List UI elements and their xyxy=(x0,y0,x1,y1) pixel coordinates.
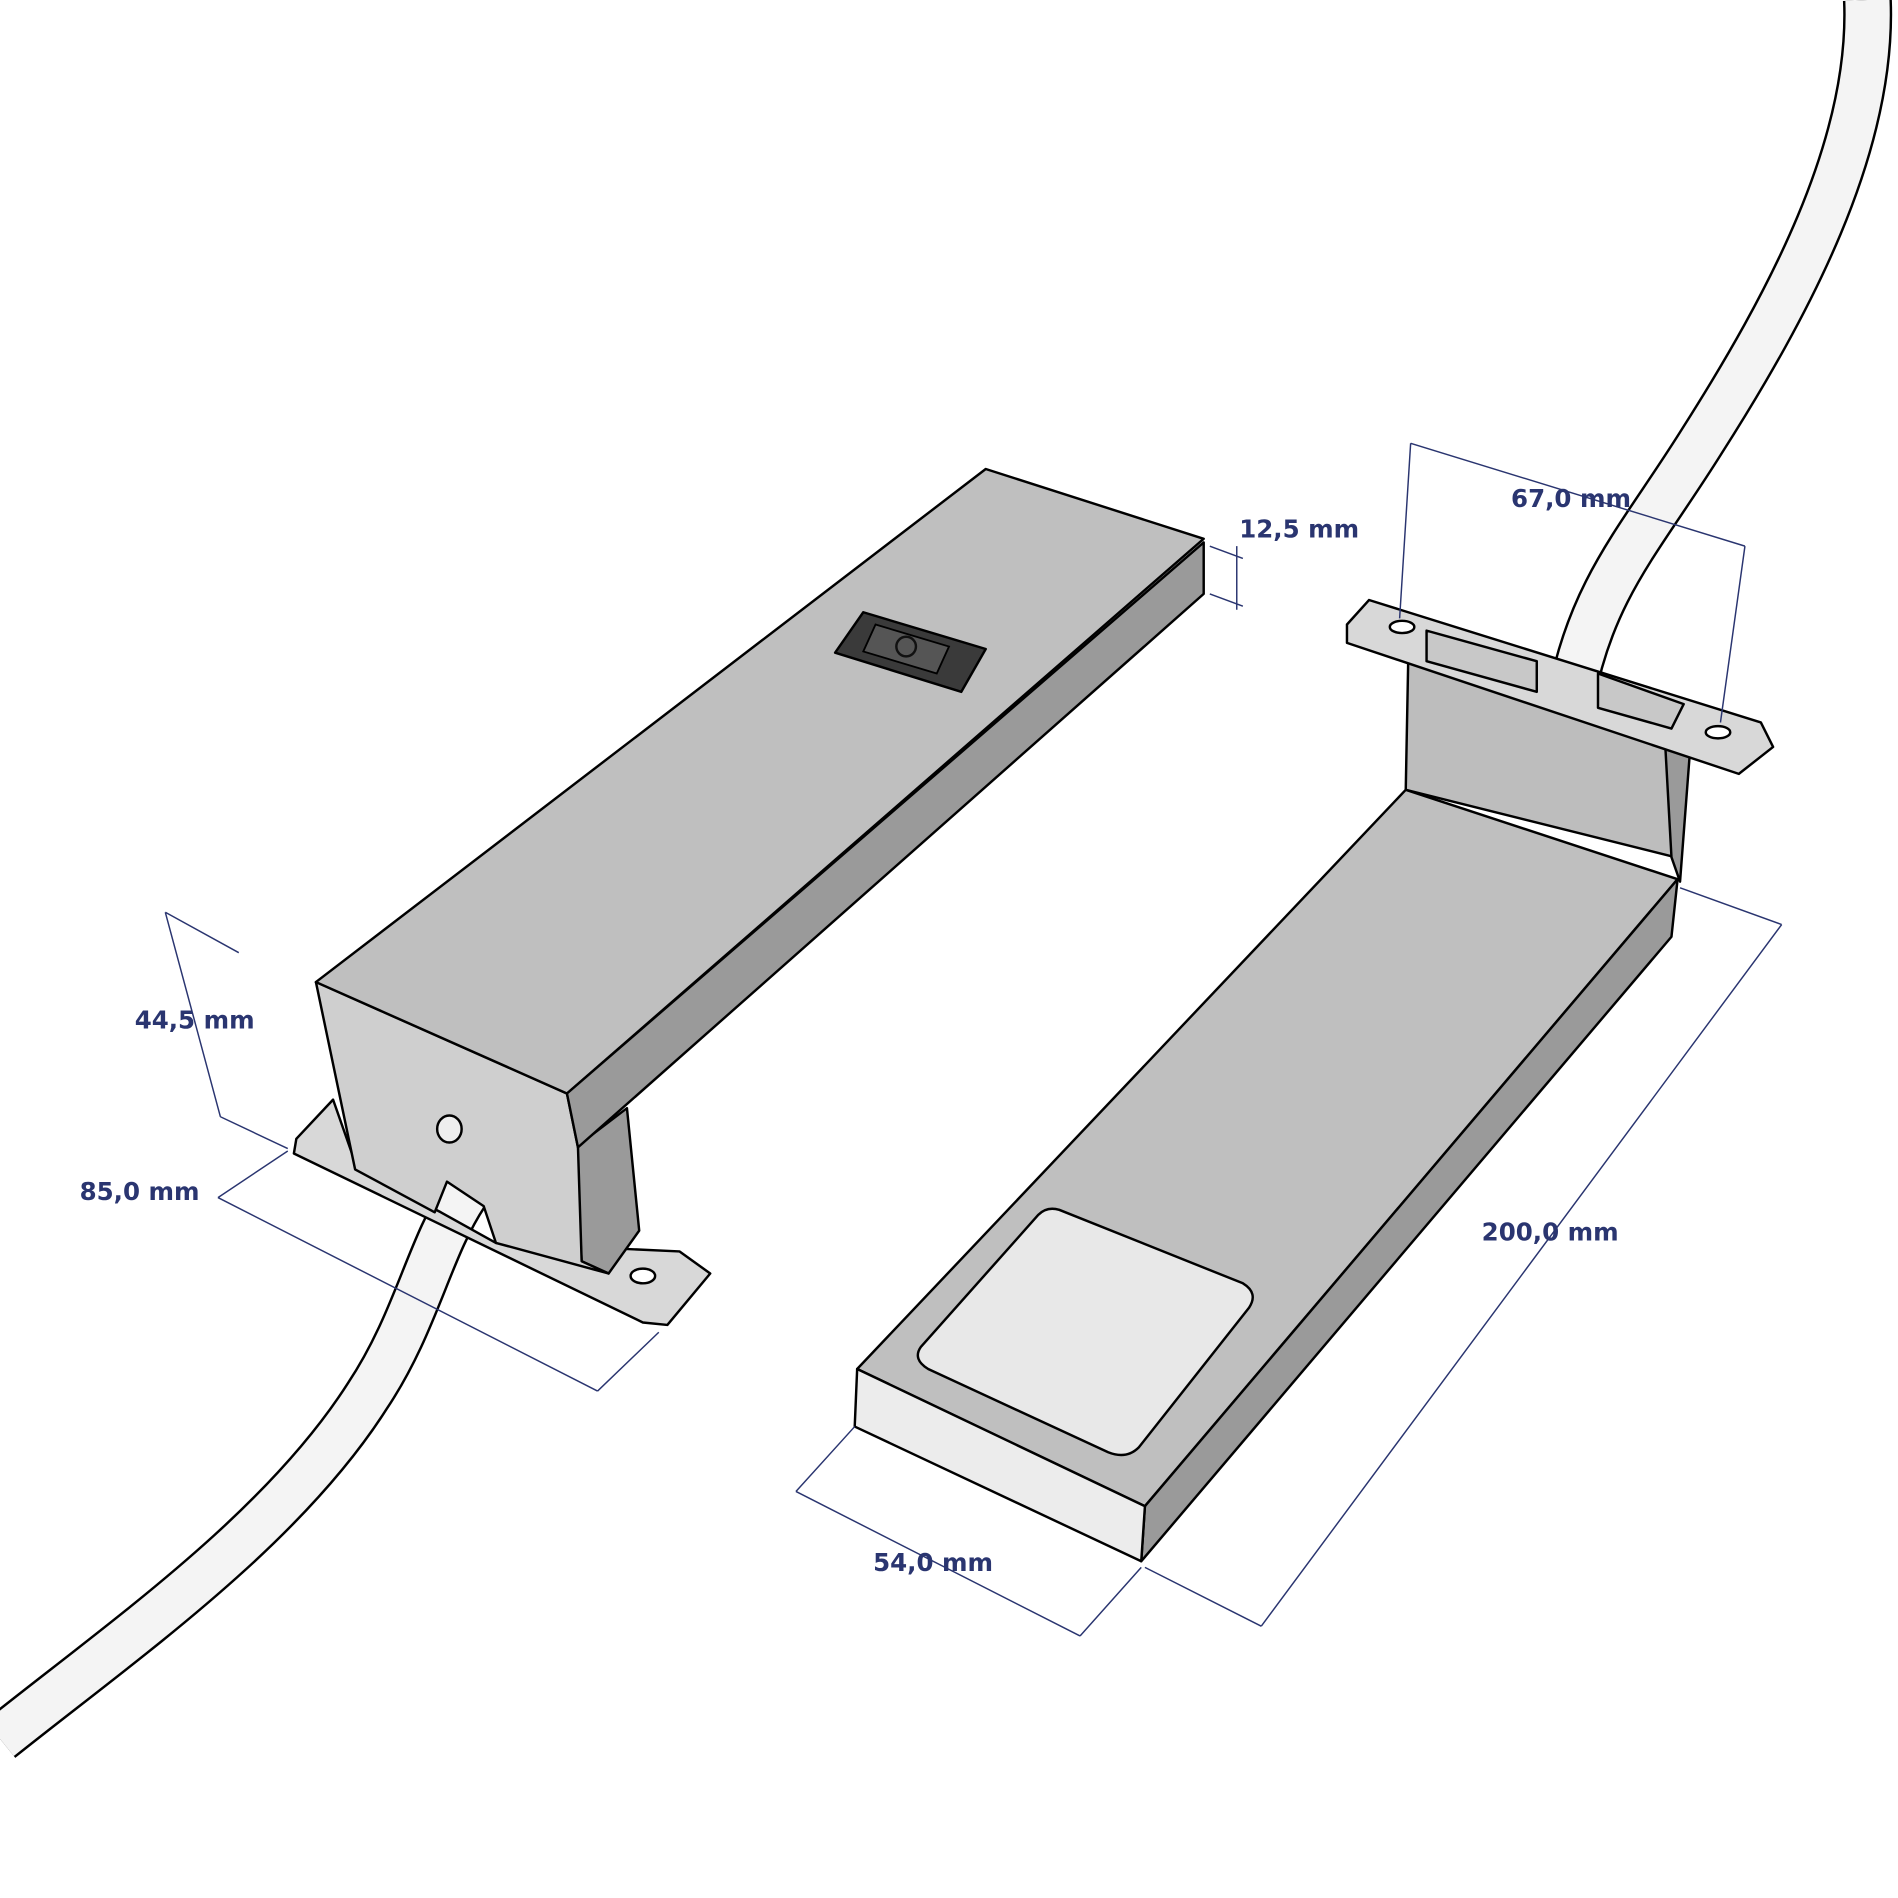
cable-right xyxy=(1546,0,1893,703)
cable-slot xyxy=(1425,629,1538,694)
dimension-lines xyxy=(164,442,1783,1637)
led-pad xyxy=(916,1207,1254,1457)
mount-hole xyxy=(1704,724,1732,740)
light-unit xyxy=(853,598,1775,1563)
cable-left xyxy=(0,1180,486,1758)
back-wall-side xyxy=(1664,745,1692,883)
top-face xyxy=(314,467,1205,1095)
power-icon xyxy=(895,635,918,658)
screw-hole xyxy=(435,1114,463,1144)
dim-length: 200,0 mm xyxy=(1482,1217,1619,1246)
dim-width: 54,0 mm xyxy=(873,1548,993,1577)
dim-thickness: 12,5 mm xyxy=(1239,515,1359,544)
cable-slot-2 xyxy=(1596,672,1685,730)
mount-hole xyxy=(1388,619,1416,635)
mount-hole xyxy=(629,1267,657,1285)
dim-depth: 85,0 mm xyxy=(80,1177,200,1206)
dim-mount-width: 67,0 mm xyxy=(1511,484,1631,513)
front-face xyxy=(853,1367,1147,1563)
power-switch xyxy=(833,611,987,694)
side-face xyxy=(565,541,1205,1149)
switch-unit xyxy=(292,467,1205,1327)
dim-height: 44,5 mm xyxy=(135,1006,255,1035)
